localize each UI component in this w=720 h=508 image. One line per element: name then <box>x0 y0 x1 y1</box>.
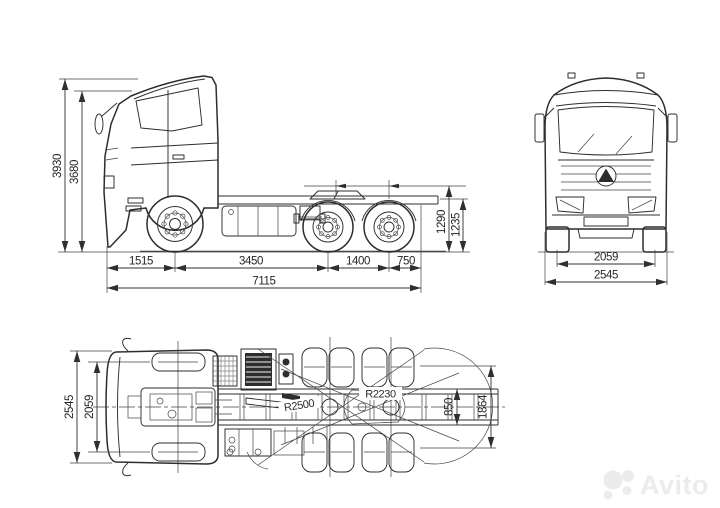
dim-front-overall-width: 2545 <box>594 270 618 282</box>
brand-logo-icon <box>598 168 614 182</box>
dim-fifth-wheel-height: 1290 <box>436 210 448 234</box>
side-rear-wheel-1 <box>302 201 354 253</box>
dim-overall-length: 7115 <box>252 276 275 288</box>
svg-text:R2500: R2500 <box>283 398 315 415</box>
dim-wheelbase: 3450 <box>239 256 263 268</box>
side-view-dimensions: 3930 3680 1515 3450 1400 750 7115 1290 1… <box>52 78 468 293</box>
top-view-dimensions: 2545 2059 850 1864 <box>64 350 496 464</box>
dim-front-overhang: 1515 <box>129 256 153 268</box>
dim-tandem-spread: 1400 <box>346 256 370 268</box>
dim-top-cab-width: 2059 <box>84 395 96 419</box>
front-view-dimensions: 2059 2545 <box>544 232 668 286</box>
front-view-truck-art <box>534 72 678 253</box>
top-rear-wheels <box>301 347 415 473</box>
side-view-truck-art <box>58 75 470 253</box>
top-view: R2500 R2230 2545 2059 850 1864 <box>64 337 505 477</box>
dim-cab-height: 3680 <box>69 160 81 184</box>
dim-frame-width: 850 <box>444 398 456 416</box>
dim-front-track: 2059 <box>594 252 618 264</box>
dim-rear-overhang: 750 <box>397 256 415 268</box>
dim-frame-height: 1235 <box>451 213 463 237</box>
dim-top-overall-width: 2545 <box>64 395 76 419</box>
side-front-wheel <box>146 195 204 253</box>
avito-logo-icon <box>603 470 634 500</box>
avito-watermark-text: Avito <box>640 470 709 500</box>
front-view: 2059 2545 <box>534 72 678 286</box>
side-view: 3930 3680 1515 3450 1400 750 7115 1290 1… <box>52 75 470 293</box>
turning-radius-rear-label: R2230 <box>359 387 402 401</box>
avito-watermark: Avito <box>601 465 709 505</box>
dim-rear-axle-width: 1864 <box>478 394 490 419</box>
top-view-truck-art: R2500 R2230 <box>93 337 505 477</box>
dim-overall-height: 3930 <box>52 154 64 178</box>
side-rear-wheel-2 <box>363 201 415 253</box>
turning-radius-front-label: R2500 <box>277 395 321 415</box>
svg-text:R2230: R2230 <box>365 389 396 401</box>
